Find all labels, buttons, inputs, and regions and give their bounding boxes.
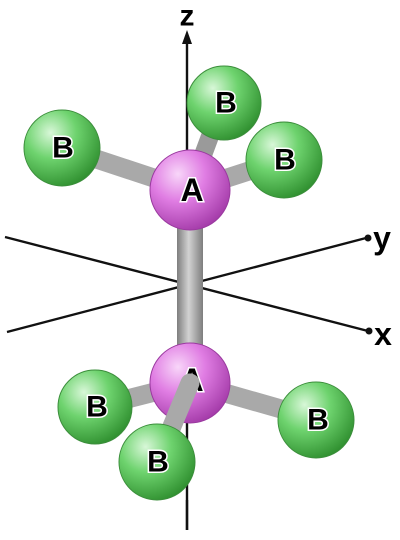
y-axis-end [364,234,372,242]
atom-B-bottom-front-label: B [147,446,169,479]
atom-B-top-right-label: B [274,144,296,177]
atom-B-bottom-left: B [57,369,133,445]
atom-A-top-label: A [180,172,203,208]
atom-B-top-back-label: B [215,87,237,120]
z-axis-arrowhead [182,30,192,44]
atom-B-top-back: B [186,65,262,141]
y-axis-label: y [373,220,391,256]
atom-B-bottom-front: B [118,423,196,501]
atom-B-bottom-right-label: B [307,404,329,437]
atom-B-top-left: B [23,109,101,187]
x-axis-label: x [374,316,392,352]
atom-B-bottom-right: B [277,381,355,459]
x-axis-end [365,327,373,335]
atom-A-top: A [149,149,231,231]
atom-B-top-left-label: B [52,132,74,165]
atom-B-bottom-left-label: B [86,391,108,424]
atom-B-top-right: B [245,121,323,199]
z-axis-label: z [180,0,195,33]
